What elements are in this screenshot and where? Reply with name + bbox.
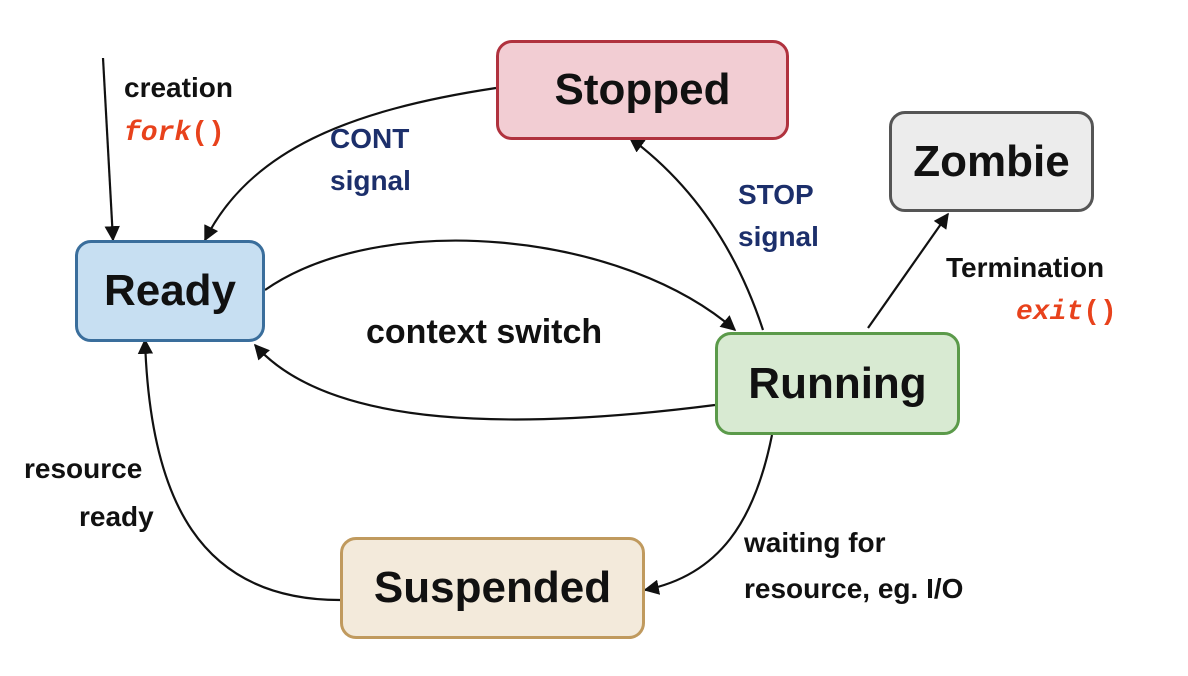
stop-arrow — [628, 137, 765, 331]
resource-ready-arrow — [137, 338, 341, 602]
cont-arrow — [204, 86, 497, 242]
stop-signal-line2: signal — [738, 221, 819, 252]
exit-call-label: exit() — [1016, 296, 1117, 330]
resource-ready-line1: resource — [24, 453, 143, 484]
state-zombie: Zombie — [889, 111, 1094, 212]
termination-label: Termination — [946, 252, 1105, 283]
fork-call-label: fork() — [124, 117, 225, 151]
cont-signal-line2: signal — [330, 165, 411, 196]
exit-call-parens: () — [1083, 297, 1117, 328]
creation-arrow — [101, 57, 120, 242]
exit-call-name: exit — [1016, 297, 1084, 328]
state-running: Running — [715, 332, 960, 435]
waiting-arrow — [643, 434, 774, 595]
state-suspended: Suspended — [340, 537, 645, 639]
waiting-line1: waiting for — [744, 527, 886, 558]
context-switch-label: context switch — [366, 313, 603, 351]
creation-label: creation — [124, 72, 233, 103]
resource-ready-line2: ready — [79, 501, 154, 532]
waiting-line2: resource, eg. I/O — [744, 573, 964, 604]
state-stopped: Stopped — [496, 40, 789, 140]
fork-call-parens: () — [191, 118, 225, 149]
context-switch-arrow-to-running — [264, 239, 737, 332]
state-ready: Ready — [75, 240, 265, 342]
fork-call-name: fork — [124, 118, 192, 149]
context-switch-arrow-to-ready — [253, 343, 716, 421]
termination-arrow — [867, 212, 949, 329]
cont-signal-line1: CONT — [330, 123, 410, 154]
stop-signal-line1: STOP — [738, 179, 814, 210]
